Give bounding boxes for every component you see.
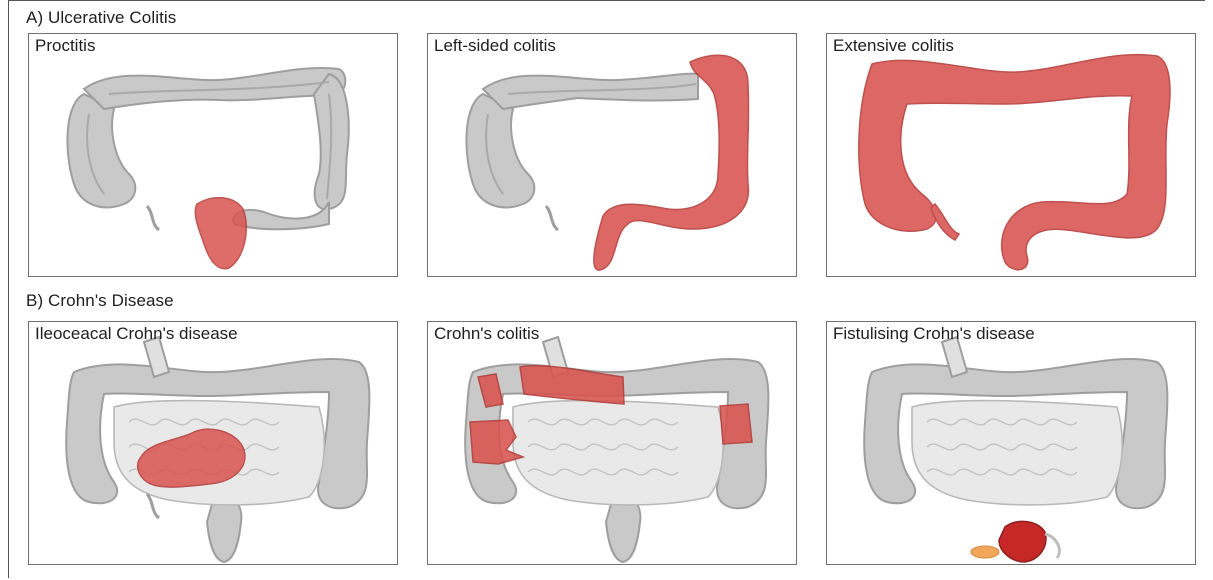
colon-illustration: [29, 34, 398, 277]
intestine-illustration: [827, 322, 1196, 565]
inflamed-rectum: [999, 521, 1046, 562]
intestine-illustration: [428, 322, 797, 565]
panel-label-crohns-colitis: Crohn's colitis: [434, 324, 539, 344]
panel-label-ileoceacal-crohns: Ileoceacal Crohn's disease: [35, 324, 238, 344]
panel-label-extensive-colitis: Extensive colitis: [833, 36, 954, 56]
panel-proctitis: Proctitis: [28, 33, 398, 277]
intestine-illustration: [29, 322, 398, 565]
panel-ileoceacal-crohns: Ileoceacal Crohn's disease: [28, 321, 398, 565]
fistula-mark: [971, 546, 999, 558]
panel-fistulising-crohns: Fistulising Crohn's disease: [826, 321, 1196, 565]
panel-label-proctitis: Proctitis: [35, 36, 95, 56]
panel-label-fistulising-crohns: Fistulising Crohn's disease: [833, 324, 1035, 344]
panel-label-left-sided-colitis: Left-sided colitis: [434, 36, 556, 56]
panel-crohns-colitis: Crohn's colitis: [427, 321, 797, 565]
section-a-title: A) Ulcerative Colitis: [26, 8, 176, 28]
colon-illustration: [827, 34, 1196, 277]
colon-illustration: [428, 34, 797, 277]
section-b-title: B) Crohn's Disease: [26, 291, 174, 311]
panel-left-sided-colitis: Left-sided colitis: [427, 33, 797, 277]
panel-extensive-colitis: Extensive colitis: [826, 33, 1196, 277]
